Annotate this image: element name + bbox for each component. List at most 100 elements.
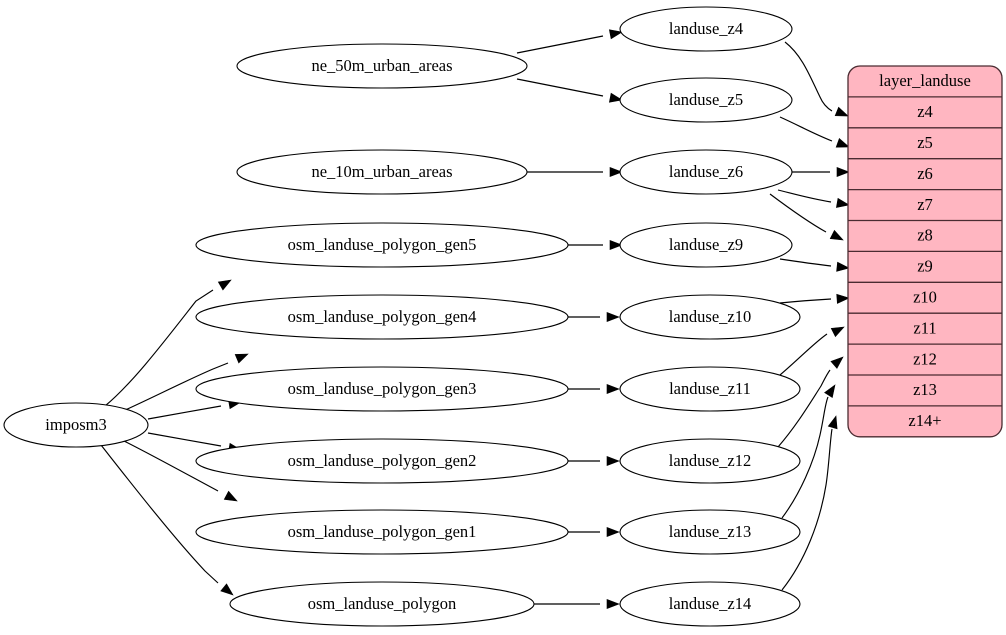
table-row-z8[interactable]: z8 [848,221,1002,252]
edge-line [779,298,832,304]
edge-imposm3-to-polygon [100,444,234,596]
dataset-node-ne_50m_urban_areas[interactable]: ne_50m_urban_areas [236,43,528,89]
table-row-z11[interactable]: z11 [848,313,1002,344]
node-shape[interactable] [619,77,793,123]
table-row-z6[interactable]: z6 [848,159,1002,190]
node-shape[interactable] [236,43,528,89]
node-shape[interactable] [3,402,149,448]
dataset-node-osm_landuse_polygon_gen5[interactable]: osm_landuse_polygon_gen5 [195,222,569,268]
layer-landuse-table: layer_landusez4z5z6z7z8z9z10z11z12z13z14… [847,65,1003,438]
arrowhead [836,197,850,208]
edge-gen5-to-z9 [568,239,623,251]
layer-node-landuse_z14[interactable]: landuse_z14 [619,581,801,627]
table-row-hit[interactable] [848,344,1002,375]
table-row-hit[interactable] [848,375,1002,406]
node-shape[interactable] [619,366,801,412]
table-row-z5[interactable]: z5 [848,128,1002,159]
edge-z5-to-row-z5 [779,116,850,148]
edge-line [516,35,604,54]
node-shape[interactable] [619,509,801,555]
edge-line [122,362,229,412]
table-row-hit[interactable] [848,128,1002,159]
layer-node-landuse_z12[interactable]: landuse_z12 [619,438,801,484]
edge-z6-to-row-z7 [777,189,850,208]
dataset-node-ne_10m_urban_areas[interactable]: ne_10m_urban_areas [236,149,528,195]
layer-node-landuse_z5[interactable]: landuse_z5 [619,77,793,123]
edge-line [516,78,604,97]
arrowhead [836,261,850,272]
node-shape[interactable] [236,149,528,195]
arrowhead [217,279,232,291]
table-row-z10[interactable]: z10 [848,282,1002,313]
table-row-hit[interactable] [848,406,1002,437]
node-shape[interactable] [619,222,793,268]
edge-z13-to-row-z13 [781,384,836,519]
node-shape[interactable] [195,438,569,484]
table-row-z12[interactable]: z12 [848,344,1002,375]
node-shape[interactable] [619,6,793,52]
dataset-node-osm_landuse_polygon_gen1[interactable]: osm_landuse_polygon_gen1 [195,509,569,555]
arrowhead [606,455,620,467]
arrowhead [234,353,249,364]
edge-z10-to-row-z10 [779,293,850,304]
layer-node-landuse_z11[interactable]: landuse_z11 [619,366,801,412]
table-row-hit[interactable] [848,159,1002,190]
node-shape[interactable] [195,366,569,412]
edge-gen2-to-z12 [568,455,620,467]
table-row-hit[interactable] [848,97,1002,128]
edge-line [147,405,222,420]
table-row-hit[interactable] [848,190,1002,221]
node-shape[interactable] [195,509,569,555]
layer-node-landuse_z4[interactable]: landuse_z4 [619,6,793,52]
edge-line [777,369,831,448]
node-shape[interactable] [619,581,801,627]
table-row-hit[interactable] [848,251,1002,282]
edge-line [779,258,832,267]
table-row-z7[interactable]: z7 [848,190,1002,221]
table-row-z14+[interactable]: z14+ [848,406,1002,437]
table-row-hit[interactable] [848,221,1002,252]
source-node-imposm3[interactable]: imposm3 [3,402,149,448]
table-row-hit[interactable] [848,282,1002,313]
arrowhead [606,526,620,538]
node-shape[interactable] [619,438,801,484]
node-shape[interactable] [619,149,793,195]
edge-z4-to-row-z4 [784,41,849,117]
edge-gen1-to-z13 [568,526,620,538]
arrowhead [829,229,844,241]
edge-gen4-to-z10 [568,311,620,323]
edge-line [100,444,219,584]
edge-z12-to-row-z12 [777,356,844,448]
dataset-node-osm_landuse_polygon_gen2[interactable]: osm_landuse_polygon_gen2 [195,438,569,484]
layer-node-landuse_z13[interactable]: landuse_z13 [619,509,801,555]
dataset-node-osm_landuse_polygon[interactable]: osm_landuse_polygon [229,581,535,627]
arrowhead [836,293,850,304]
arrowhead [834,106,849,117]
table-row-z9[interactable]: z9 [848,251,1002,282]
table-row-z4[interactable]: z4 [848,97,1002,128]
edge-ne10-to-z6 [527,166,623,178]
dataset-node-osm_landuse_polygon_gen3[interactable]: osm_landuse_polygon_gen3 [195,366,569,412]
edge-z6-to-row-z6 [792,166,850,178]
table-row-z13[interactable]: z13 [848,375,1002,406]
edge-line [781,396,829,519]
node-shape[interactable] [195,294,569,340]
edge-gen3-to-z11 [568,383,620,395]
arrowhead [827,415,838,430]
edge-line [123,440,219,492]
layer-node-landuse_z6[interactable]: landuse_z6 [619,149,793,195]
arrowhead [606,598,620,610]
layer-node-landuse_z10[interactable]: landuse_z10 [619,294,801,340]
dataset-node-osm_landuse_polygon_gen4[interactable]: osm_landuse_polygon_gen4 [195,294,569,340]
edge-line [781,428,833,591]
arrowhead [608,92,623,103]
node-shape[interactable] [229,581,535,627]
table-row-hit[interactable] [848,313,1002,344]
node-shape[interactable] [195,222,569,268]
edge-line [769,193,827,233]
layer-node-landuse_z9[interactable]: landuse_z9 [619,222,793,268]
node-shape[interactable] [619,294,801,340]
arrowhead [608,29,623,40]
edge-line [777,189,832,203]
